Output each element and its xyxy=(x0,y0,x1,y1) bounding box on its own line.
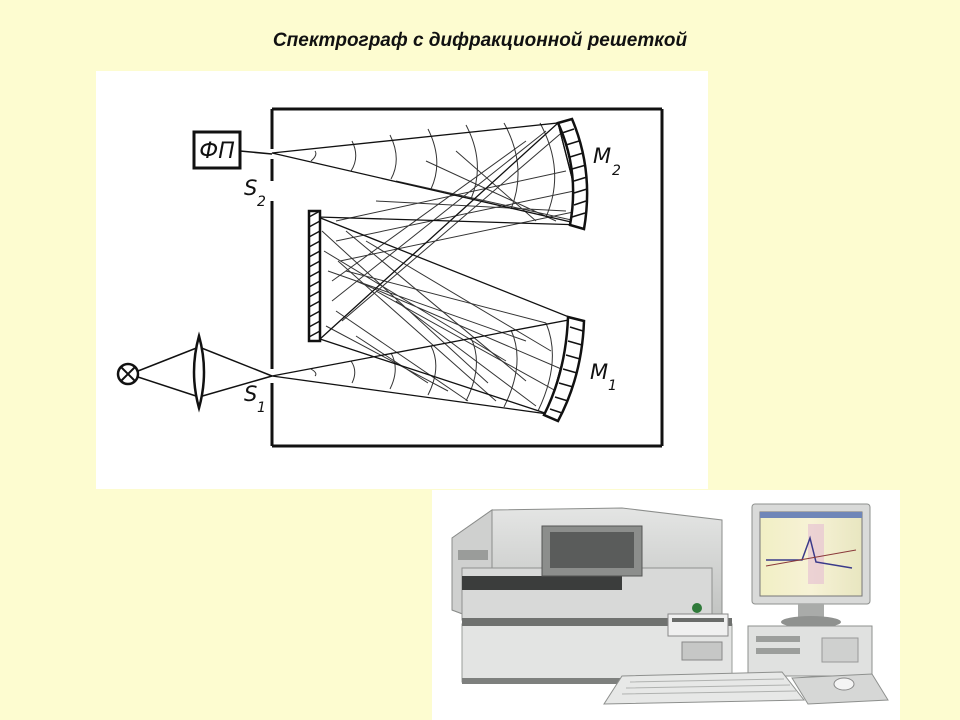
spectrometer-instrument-icon xyxy=(451,507,733,684)
keyboard-icon xyxy=(603,671,806,705)
slit-s2-subscript: 2 xyxy=(257,194,266,210)
spectrograph-diagram: ФП xyxy=(96,71,708,489)
mirror-m1-label: M xyxy=(590,360,608,384)
beam-hatching xyxy=(310,122,579,412)
photodetector-label: ФП xyxy=(199,139,234,164)
computer-base-icon xyxy=(747,625,873,677)
slit-s1-label: S xyxy=(244,382,257,406)
input-beam xyxy=(137,346,273,398)
slit-s1-label-group: S 1 xyxy=(244,382,266,416)
computer-monitor-icon xyxy=(751,503,871,628)
mirror-m1-subscript: 1 xyxy=(608,378,617,394)
light-source-icon xyxy=(116,362,140,386)
diagram-svg: ФП xyxy=(116,107,664,448)
spectrometer-photo xyxy=(432,490,900,720)
mirror-m2-subscript: 2 xyxy=(612,163,621,179)
photodetector-box: ФП xyxy=(192,130,273,170)
slit-s1-subscript: 1 xyxy=(257,400,266,416)
photo-svg xyxy=(451,503,889,705)
mouse-icon xyxy=(791,673,889,705)
mirror-m2-label: M xyxy=(593,144,611,168)
condenser-lens xyxy=(192,331,206,413)
mirror-m1: M 1 xyxy=(542,315,617,423)
slit-s2-label: S xyxy=(244,176,257,200)
slit-s2-label-group: S 2 xyxy=(244,176,266,210)
spectrograph-housing xyxy=(270,107,664,448)
diffraction-grating xyxy=(307,209,322,343)
slide-title: Спектрограф с дифракционной решеткой xyxy=(272,30,688,51)
mirror-m2: M 2 xyxy=(556,117,621,231)
